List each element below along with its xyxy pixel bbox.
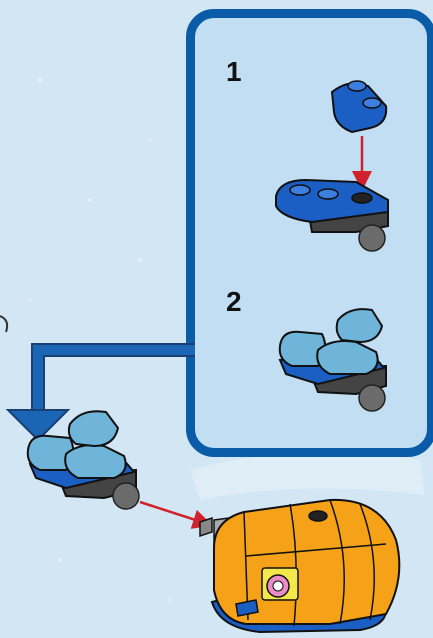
step1-base-assembly: [276, 180, 388, 251]
step1-plate-top: [332, 81, 386, 132]
edge-mark: [0, 316, 7, 332]
step2-assembly: [280, 309, 386, 411]
attach-red-arrow: [140, 502, 208, 524]
orange-body: [200, 500, 399, 632]
